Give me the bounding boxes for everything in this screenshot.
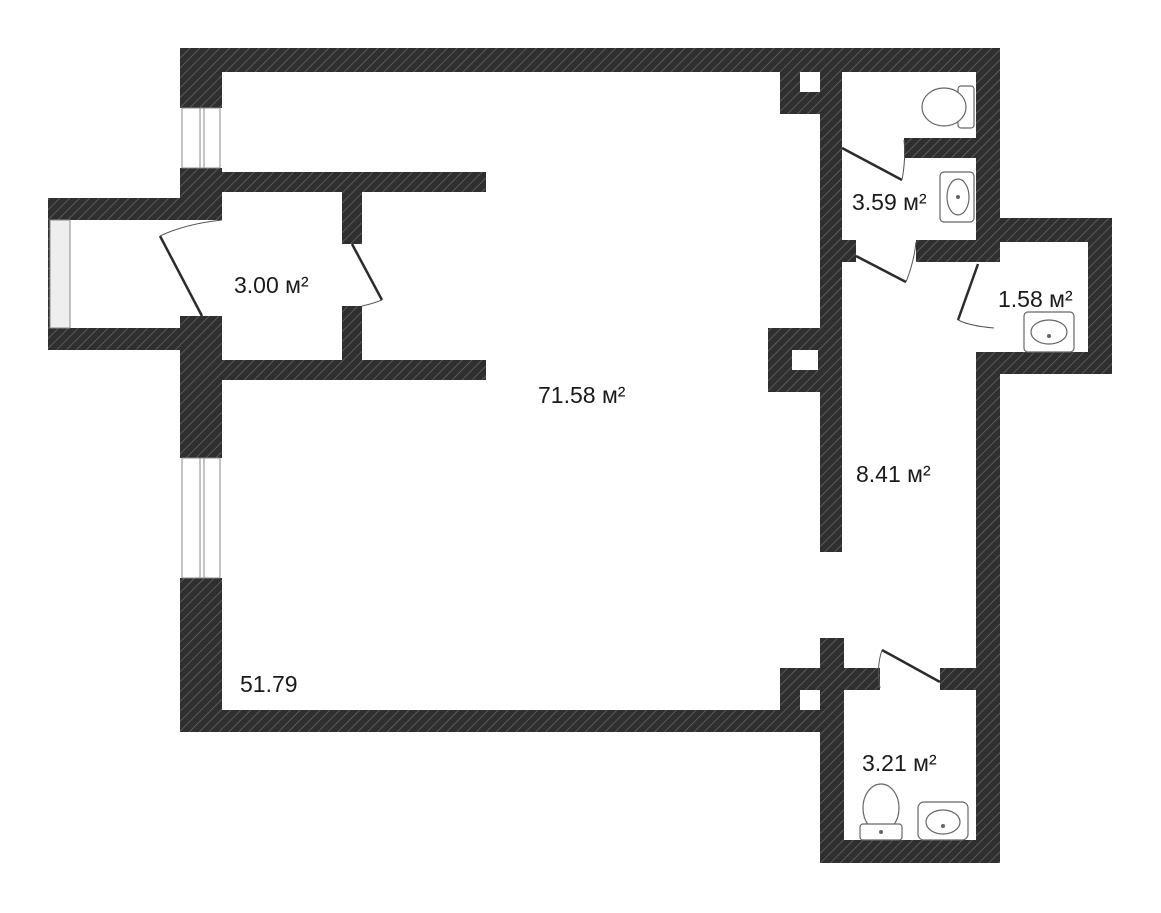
- wall-right-lower: [976, 355, 1000, 863]
- wall-corridor-partition: [820, 48, 842, 552]
- door-restroom-top-lower[interactable]: [855, 241, 917, 284]
- wall-left-top: [180, 48, 222, 108]
- extra-area-label: 51.79: [240, 671, 298, 697]
- wall-restroom-top-floor-left: [820, 240, 856, 262]
- wall-top: [180, 48, 1000, 72]
- door-vestibule[interactable]: [350, 243, 384, 307]
- wall-annex-bottom: [976, 352, 1112, 374]
- wall-vestibule-inner-top: [180, 172, 486, 192]
- door-restroom-bottom[interactable]: [877, 648, 941, 689]
- door-entry[interactable]: [158, 219, 223, 317]
- door-restroom-top[interactable]: [841, 139, 906, 182]
- toilet-top-icon: [921, 85, 975, 129]
- wall-restroom-top-divider: [904, 138, 1000, 158]
- wall-restroom-bottom-left: [820, 690, 844, 863]
- sink-top-icon: [939, 171, 975, 223]
- window-left-bottom: [181, 457, 221, 579]
- doors: [158, 139, 995, 689]
- wall-vestibule-partition-bottom: [342, 306, 362, 380]
- fixtures: [859, 85, 1075, 841]
- sink-bottom-icon: [917, 801, 969, 841]
- room-label-entry-vestibule: 3.00 м²: [234, 272, 309, 298]
- sink-small-icon: [1023, 311, 1075, 353]
- walls: [48, 48, 1112, 863]
- room-label-main-hall: 71.58 м²: [538, 382, 626, 408]
- wall-bottom: [180, 710, 844, 732]
- window-vestibule: [49, 219, 71, 329]
- windows: [49, 107, 221, 579]
- door-restroom-small[interactable]: [956, 263, 995, 329]
- wall-vestibule-inner-bottom: [180, 360, 486, 380]
- wall-stub-bottom: [820, 638, 844, 690]
- room-label-restroom-small: 1.58 м²: [998, 286, 1073, 312]
- window-left-top: [181, 107, 221, 169]
- wall-restroom-bottom-floor: [820, 840, 1000, 863]
- wall-left-bottom: [180, 578, 222, 732]
- column-voids: [792, 72, 820, 710]
- wall-restroom-top-floor-right: [916, 240, 1000, 262]
- toilet-bottom-icon: [859, 783, 903, 841]
- wall-vestibule-outer-top: [48, 198, 222, 220]
- room-label-restroom-top: 3.59 м²: [852, 189, 927, 215]
- wall-restroom-bottom-top-right: [940, 668, 1000, 690]
- room-label-corridor: 8.41 м²: [856, 461, 931, 487]
- wall-vestibule-partition-top: [342, 172, 362, 244]
- wall-annex-right: [1088, 218, 1112, 374]
- room-label-restroom-bottom: 3.21 м²: [862, 750, 937, 776]
- room-labels: 71.58 м² 3.00 м² 3.59 м² 1.58 м² 8.41 м²…: [234, 189, 1073, 776]
- wall-vestibule-outer-bottom: [48, 328, 222, 350]
